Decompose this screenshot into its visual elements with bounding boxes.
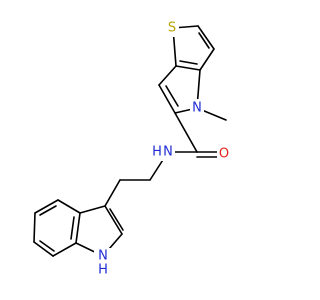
atom-indole-nitrogen: N H xyxy=(94,248,112,278)
bond-c3a-c4 xyxy=(57,199,81,214)
atom-carbonyl-oxygen: O xyxy=(217,145,231,163)
atom-pyrrole-nitrogen: N xyxy=(190,99,204,117)
atom-amide-nitrogen: H N xyxy=(151,143,175,161)
structure-diagram: S N O H N N H xyxy=(33,19,231,278)
bond-c6-c7-inner xyxy=(39,240,55,252)
atom-amide-nitrogen-label: N xyxy=(163,145,173,160)
bond-c7-c7a xyxy=(52,242,77,257)
atom-pyrrole-nitrogen-label: N xyxy=(192,101,202,116)
bond-c3-c2-inner xyxy=(109,208,124,231)
bond-c7a-c3a-inner xyxy=(70,216,75,240)
bond-c6-c5-inner xyxy=(165,85,179,107)
bond-c2-c3-inner xyxy=(198,32,210,49)
bond-c3a-c3 xyxy=(79,205,106,214)
bond-c5-c6 xyxy=(33,212,36,243)
bond-c3a-c7a-inner xyxy=(179,60,198,65)
bond-c3-c2 xyxy=(104,205,123,235)
atom-carbonyl-oxygen-label: O xyxy=(219,147,229,162)
atom-indole-nitrogen-label: N xyxy=(98,249,108,264)
bond-c6-c7 xyxy=(33,241,54,257)
bond-c3-c3a xyxy=(199,48,215,71)
atom-sulfur: S xyxy=(165,19,179,37)
bond-c4-c5-inner xyxy=(39,205,57,216)
bond-c4-c5 xyxy=(34,199,59,214)
bond-c6-c5 xyxy=(158,84,176,114)
bond-c2-c3 xyxy=(197,25,215,50)
bond-c5-carbonyl xyxy=(174,112,198,153)
bond-ch2b-c3 xyxy=(104,179,121,207)
atom-indole-hydrogen-label: H xyxy=(98,263,108,278)
bond-c7a-c3a xyxy=(75,212,81,244)
bond-c3a-c7a xyxy=(175,65,201,71)
atom-amide-hydrogen-label: H xyxy=(152,145,162,160)
atom-sulfur-label: S xyxy=(168,21,176,36)
bond-c7a-c6 xyxy=(158,65,177,86)
